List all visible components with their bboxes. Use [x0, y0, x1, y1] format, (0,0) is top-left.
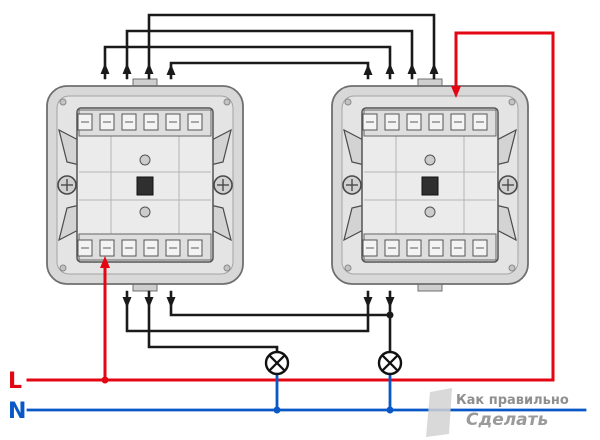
phase-feed-right — [454, 31, 555, 382]
wire-arrow-up — [166, 64, 176, 75]
phase-label: L — [8, 369, 22, 394]
bottom-link-wire-1 — [169, 290, 392, 317]
watermark-flag — [426, 388, 452, 437]
lamp1-feed-wire — [147, 290, 279, 354]
lamp-cross-line — [381, 354, 399, 372]
wire-arrow-down — [122, 297, 132, 308]
junction-dot — [273, 406, 281, 414]
wire-arrow-up — [385, 63, 395, 74]
watermark-line2: Сделать — [466, 410, 548, 430]
wire-arrow-up — [100, 63, 110, 74]
top-wire-arrows — [100, 63, 439, 75]
wire-arrow-down — [166, 297, 176, 308]
bottom-wire-arrows — [122, 297, 395, 308]
wire-arrow-up — [122, 63, 132, 74]
lamp-2-icon — [377, 350, 403, 376]
wire-arrow-up — [363, 64, 373, 75]
traveler-wire-3 — [103, 45, 392, 80]
traveler-wire-2 — [125, 29, 414, 80]
phase-arrow-down — [451, 86, 461, 98]
wire-arrow-up — [429, 63, 439, 74]
bottom-link-wire-2 — [125, 290, 370, 333]
junction-dot — [101, 376, 109, 384]
junction-dot — [386, 311, 394, 319]
switch-left — [46, 78, 244, 292]
phase-arrow-up — [100, 256, 110, 268]
neutral-label: N — [8, 399, 26, 424]
traveler-wires-top — [103, 13, 436, 80]
wire-arrow-down — [144, 297, 154, 308]
lamp-cross-line — [268, 354, 286, 372]
traveler-wire-4 — [169, 61, 370, 80]
switch-right — [331, 78, 529, 292]
junction-dot — [386, 406, 394, 414]
watermark: Как правильно Сделать — [426, 388, 569, 437]
wire-arrow-up — [144, 63, 154, 74]
phase-wiring — [26, 31, 555, 384]
watermark-line1: Как правильно — [456, 393, 569, 408]
bottom-wires — [125, 290, 394, 354]
wire-arrow-down — [385, 297, 395, 308]
wire-arrow-down — [363, 297, 373, 308]
neutral-wiring — [26, 372, 587, 414]
lamp-1-icon — [264, 350, 290, 376]
wire-arrow-up — [407, 63, 417, 74]
